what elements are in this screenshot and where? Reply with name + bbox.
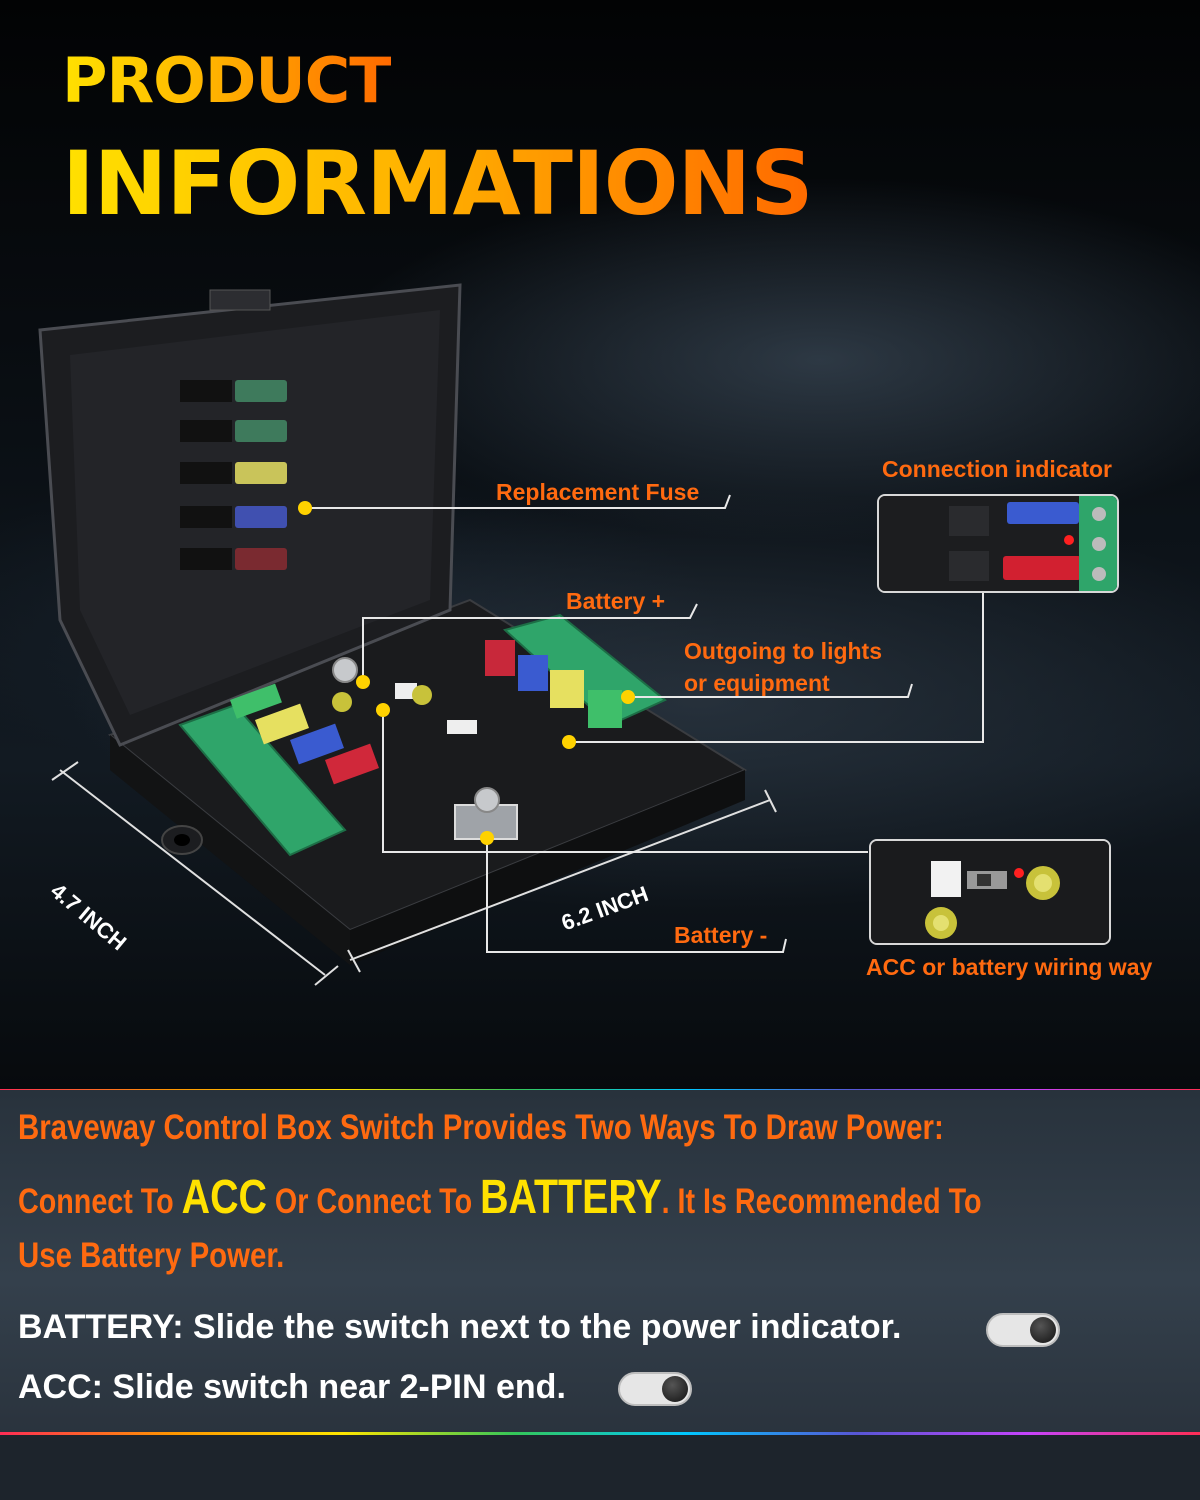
label-outgoing-line-1: Outgoing to lights [684,638,883,664]
headline-line-1: Braveway Control Box Switch Provides Two… [18,1108,944,1147]
connection-indicator-closeup [877,494,1119,593]
dimension-lines [51,761,777,986]
acc-description: ACC: Slide switch near 2-PIN end. [18,1368,566,1406]
headline-battery: BATTERY [480,1171,662,1224]
headline-text-b: Or Connect To [266,1182,481,1221]
label-replacement-fuse: Replacement Fuse [496,479,700,505]
title-line-1: PRODUCT [62,44,391,117]
spare-fuses [180,380,287,570]
acc-switch-icon [618,1372,692,1406]
label-connection-indicator: Connection indicator [882,456,1112,482]
battery-switch-icon [986,1313,1060,1347]
footer-band [0,1435,1200,1500]
headline-text-c: . It Is Recommended To [661,1182,982,1221]
label-battery-plus: Battery + [566,588,666,614]
label-outgoing-line-2: or equipment [684,670,830,696]
callout-dots [298,501,635,845]
rainbow-divider-bottom [0,1432,1200,1435]
label-acc-wiring: ACC or battery wiring way [866,954,1153,980]
product-illustration [38,283,984,986]
title-line-2: INFORMATIONS [62,132,814,235]
headline-line-2: Connect To ACC Or Connect To BATTERY. It… [18,1170,982,1225]
callout-lines [305,494,984,953]
acc-switch-closeup [869,839,1111,945]
label-battery-minus: Battery - [674,922,768,948]
headline-text-a: Connect To [18,1182,182,1221]
battery-description: BATTERY: Slide the switch next to the po… [18,1308,902,1346]
terminal-block-left [178,683,379,857]
info-panel [0,1090,1200,1435]
headline-line-3: Use Battery Power. [18,1236,285,1275]
headline-acc: ACC [181,1171,267,1224]
